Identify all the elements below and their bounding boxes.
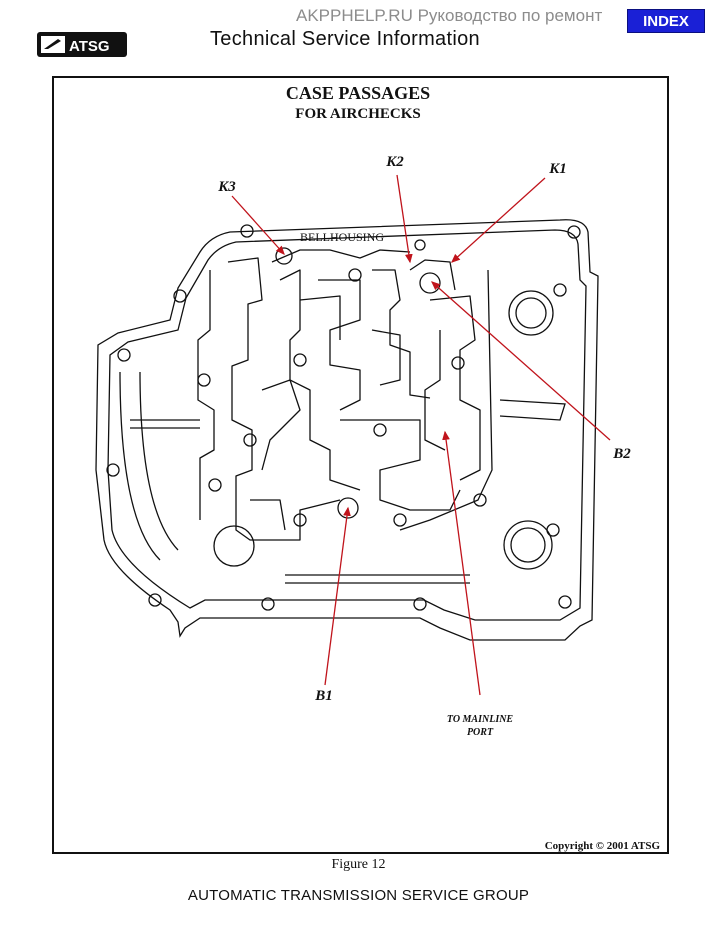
k1-label: K1 — [548, 161, 567, 177]
site-watermark: AKPPHELP.RU Руководство по ремонт — [296, 6, 603, 25]
logo-text: ATSG — [69, 38, 110, 55]
b2-pointer — [431, 281, 611, 441]
mainline-pointer — [442, 430, 481, 696]
figure-frame — [52, 76, 669, 854]
k2-pointer — [396, 174, 413, 264]
figure-caption: Figure 12 — [331, 857, 386, 872]
atsg-logo: ATSG — [37, 32, 127, 57]
b1-label: B1 — [314, 688, 333, 704]
k3-pointer — [231, 195, 285, 255]
pointer-arrows — [231, 174, 611, 696]
b2-label: B2 — [612, 446, 631, 462]
bellhousing-label: BELLHOUSING — [300, 230, 384, 244]
b1-pointer — [324, 506, 351, 686]
copyright-notice: Copyright © 2001 ATSG — [545, 840, 661, 852]
index-button[interactable]: INDEX — [627, 9, 705, 33]
k1-pointer — [451, 177, 546, 263]
k2-label: K2 — [385, 154, 404, 170]
mainline-label-line1: TO MAINLINE — [447, 714, 514, 725]
figure-subtitle: FOR AIRCHECKS — [295, 106, 420, 122]
transmission-case-outline — [95, 219, 599, 641]
mainline-label-line2: PORT — [467, 727, 494, 738]
page-footer: AUTOMATIC TRANSMISSION SERVICE GROUP — [187, 887, 530, 904]
page-header-title: Technical Service Information — [210, 28, 480, 50]
figure-title: CASE PASSAGES — [286, 83, 430, 103]
k3-label: K3 — [217, 179, 236, 195]
passage-network — [197, 239, 493, 541]
